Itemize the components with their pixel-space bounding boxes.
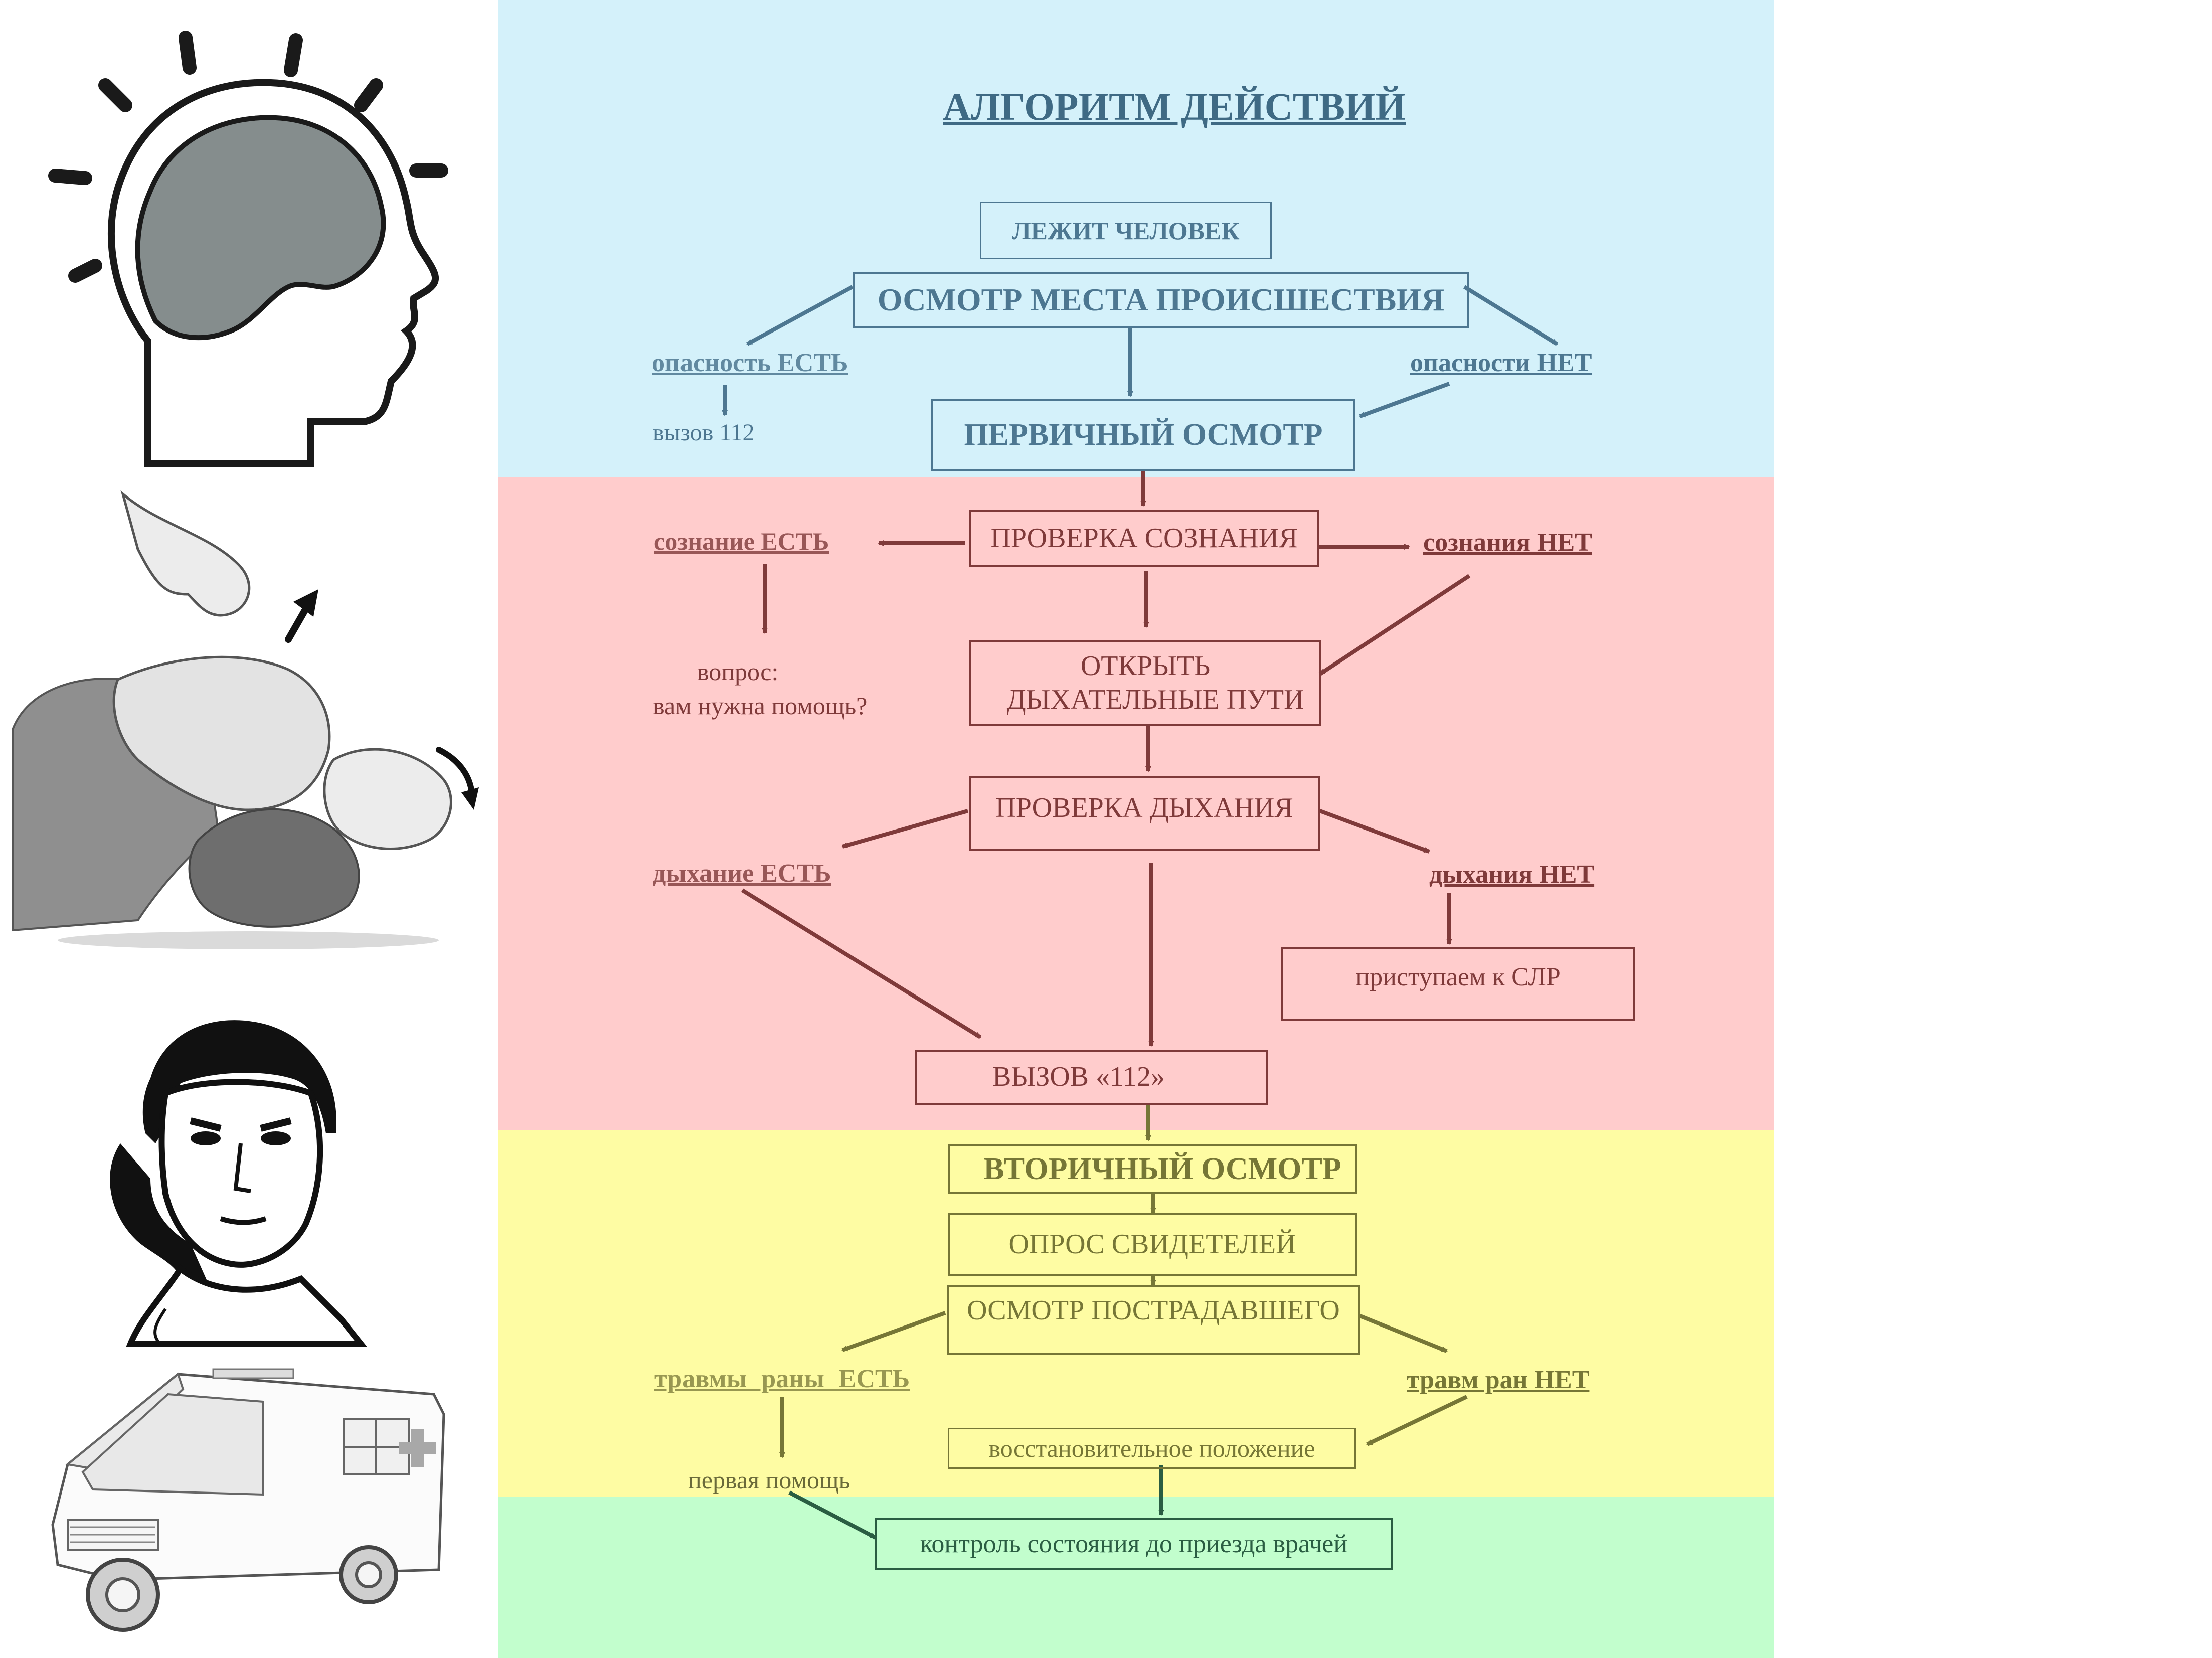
node-secondary-exam: ВТОРИЧНЫЙ ОСМОТР bbox=[948, 1144, 1357, 1194]
node-victim-exam: ОСМОТР ПОСТРАДАВШЕГО bbox=[947, 1285, 1360, 1355]
node-recovery-position: восстановительное положение bbox=[948, 1428, 1356, 1469]
node-monitor: контроль состояния до приезда врачей bbox=[875, 1518, 1393, 1570]
arrow-breathing-to-yes bbox=[841, 809, 969, 849]
node-open-airway-line2: ДЫХАТЕЛЬНЫЕ ПУТИ bbox=[1006, 684, 1304, 715]
node-start-cpr: приступаем к СЛР bbox=[1281, 947, 1635, 1021]
arrow-first-aid-to-monitor bbox=[788, 1490, 877, 1540]
node-scene-check: ОСМОТР МЕСТА ПРОИСШЕСТВИЯ bbox=[853, 272, 1469, 328]
band-danger-assessment bbox=[498, 0, 1774, 477]
node-open-airway: ОТКРЫТЬ ДЫХАТЕЛЬНЫЕ ПУТИ bbox=[969, 640, 1321, 726]
label-first-aid: первая помощь bbox=[688, 1466, 850, 1494]
band-monitoring bbox=[498, 1497, 1774, 1658]
label-question-line1: вопрос: bbox=[697, 657, 779, 686]
label-conscious-no: сознания НЕТ bbox=[1423, 528, 1592, 557]
label-injuries-no: травм ран НЕТ bbox=[1407, 1366, 1590, 1394]
label-breathing-yes: дыхание ЕСТЬ bbox=[653, 859, 831, 888]
arrow-breathing-to-no bbox=[1319, 809, 1430, 854]
node-consciousness-check: ПРОВЕРКА СОЗНАНИЯ bbox=[969, 510, 1319, 567]
band-primary-check bbox=[498, 477, 1774, 1130]
ambulance-icon bbox=[51, 1368, 445, 1632]
man-on-phone-icon bbox=[110, 1020, 368, 1347]
arrow-scene-to-danger-yes bbox=[746, 285, 854, 346]
label-danger-yes: опасность ЕСТЬ bbox=[652, 349, 848, 377]
arrow-victim-to-injuries-no bbox=[1359, 1314, 1448, 1353]
node-witness-survey: ОПРОС СВИДЕТЕЛЕЙ bbox=[948, 1213, 1357, 1276]
node-open-airway-line1: ОТКРЫТЬ bbox=[1080, 650, 1211, 682]
label-conscious-yes: сознание ЕСТЬ bbox=[654, 527, 829, 555]
label-injuries-yes: травмы раны ЕСТЬ bbox=[654, 1365, 910, 1393]
arrow-breathing-yes-to-call112 bbox=[741, 888, 982, 1039]
node-primary-exam: ПЕРВИЧНЫЙ ОСМОТР bbox=[931, 399, 1355, 471]
arrow-conscious-no-to-airway bbox=[1318, 574, 1471, 676]
arrow-danger-no-to-primary bbox=[1359, 382, 1450, 418]
head-tilt-chin-lift-icon bbox=[8, 479, 486, 955]
arrow-victim-to-injuries-yes bbox=[841, 1311, 946, 1352]
arrow-injuries-no-to-recovery bbox=[1366, 1395, 1468, 1446]
label-breathing-no: дыхания НЕТ bbox=[1429, 860, 1595, 889]
band-secondary-check bbox=[498, 1130, 1774, 1497]
node-person-lying: ЛЕЖИТ ЧЕЛОВЕК bbox=[980, 202, 1272, 259]
node-call-112: ВЫЗОВ «112» bbox=[915, 1050, 1268, 1105]
diagram-title: АЛГОРИТМ ДЕЙСТВИЙ bbox=[943, 85, 1406, 128]
arrow-scene-to-danger-no bbox=[1463, 285, 1559, 346]
label-question-line2: вам нужна помощь? bbox=[653, 692, 868, 720]
label-call-112-small: вызов 112 bbox=[653, 419, 755, 446]
node-breathing-check: ПРОВЕРКА ДЫХАНИЯ bbox=[969, 776, 1320, 851]
label-danger-no: опасности НЕТ bbox=[1410, 349, 1592, 377]
head-brain-icon bbox=[48, 31, 448, 467]
